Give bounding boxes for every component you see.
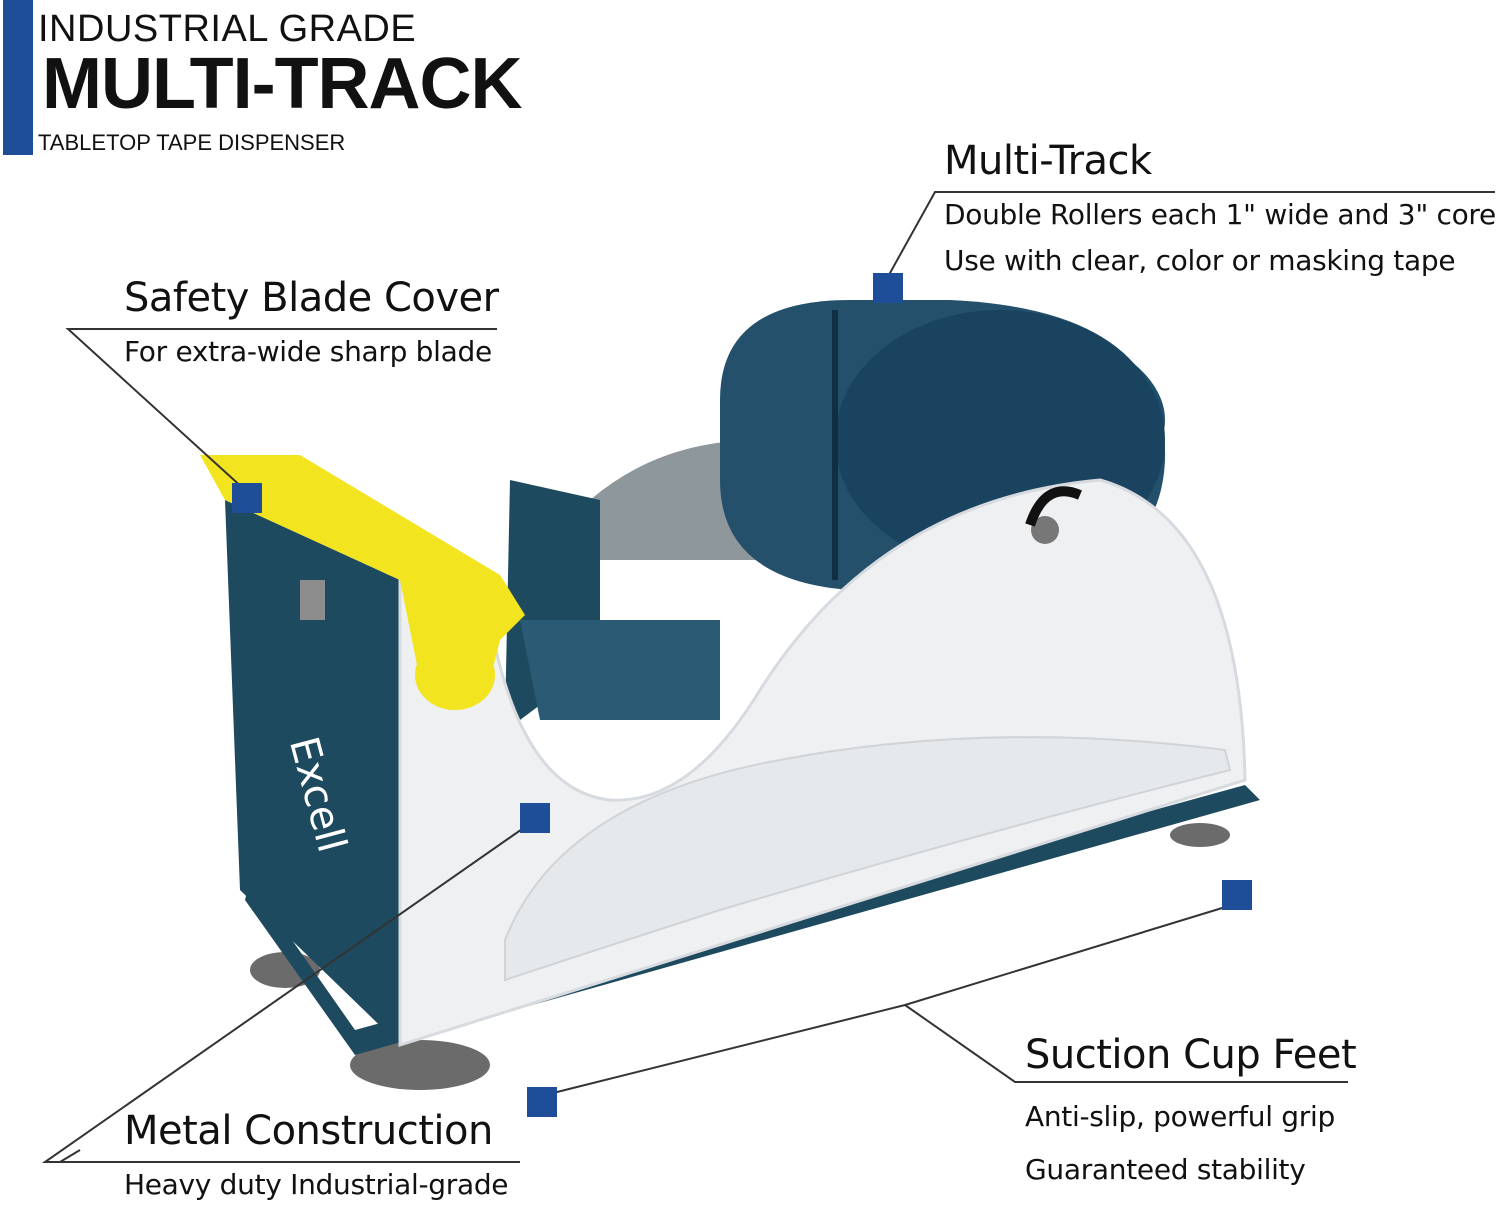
- suction-line1: Anti-slip, powerful grip: [1025, 1100, 1335, 1133]
- marker-multi-track: [873, 273, 903, 303]
- metal-title: Metal Construction: [124, 1108, 493, 1154]
- leader-suction: [544, 1003, 1348, 1096]
- suction-title: Suction Cup Feet: [1025, 1032, 1357, 1078]
- multi-track-line1: Double Rollers each 1" wide and 3" core: [944, 198, 1496, 231]
- multi-track-line2: Use with clear, color or masking tape: [944, 244, 1456, 277]
- leader-safety-blade: [65, 328, 497, 491]
- marker-suction-right: [1222, 880, 1252, 910]
- multi-track-title: Multi-Track: [944, 138, 1152, 184]
- safety-blade-line1: For extra-wide sharp blade: [124, 335, 492, 368]
- leader-metal-branch: [59, 1149, 81, 1163]
- brand-subheading: INDUSTRIAL GRADE: [38, 8, 417, 50]
- housing-emboss: [504, 736, 1232, 982]
- brand-caption: TABLETOP TAPE DISPENSER: [38, 130, 346, 155]
- marker-safety-blade: [232, 483, 262, 513]
- metal-line1: Heavy duty Industrial-grade: [124, 1168, 509, 1201]
- safety-blade-title: Safety Blade Cover: [124, 275, 499, 321]
- suction-foot-front-left: [350, 1040, 490, 1090]
- leader-suction-branch: [904, 904, 1233, 1006]
- leader-metal: [41, 819, 536, 1163]
- brand-heading: MULTI-TRACK: [42, 44, 523, 124]
- marker-metal: [520, 803, 550, 833]
- blade-cover-knob: [415, 640, 495, 710]
- axle-pin: [1031, 516, 1059, 544]
- tape-tray-floor: [520, 620, 720, 720]
- brand-accent-bar: [3, 0, 33, 155]
- suction-foot-front-right: [1170, 823, 1230, 847]
- axle-bracket: [1025, 486, 1082, 527]
- marker-suction-left: [527, 1087, 557, 1117]
- side-panel: [225, 500, 400, 1045]
- blade-window: [300, 580, 325, 620]
- rear-housing: [590, 440, 760, 560]
- leader-multi-track: [884, 191, 1495, 283]
- suction-line2: Guaranteed stability: [1025, 1153, 1306, 1186]
